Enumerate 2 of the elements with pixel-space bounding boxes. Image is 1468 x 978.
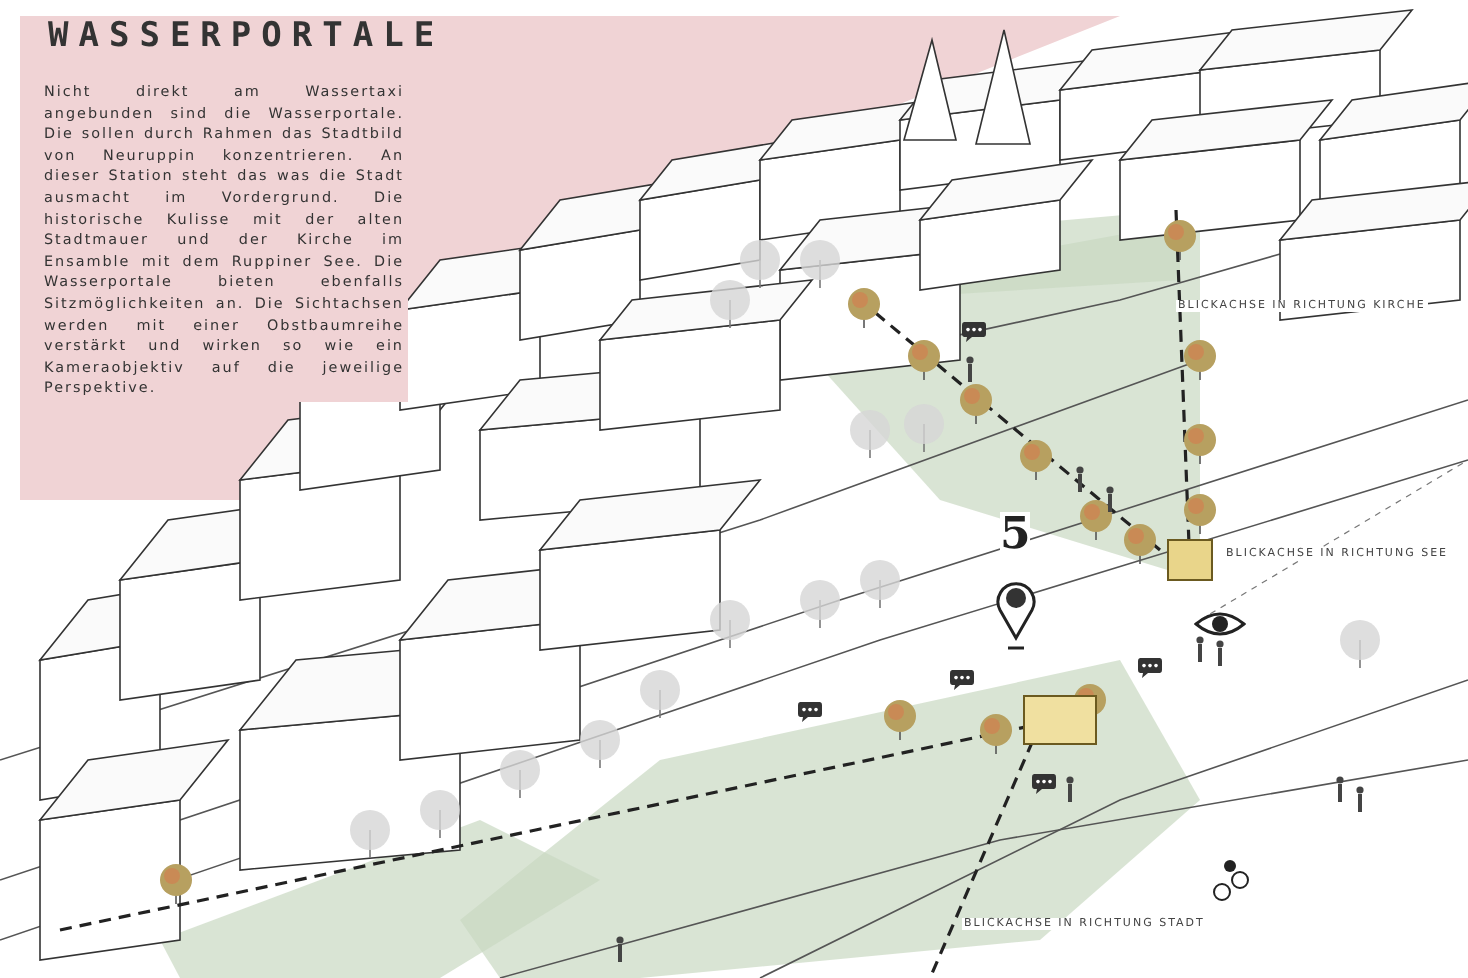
station-number: 5 [1000, 512, 1031, 556]
title: WASSERPORTALE [48, 16, 445, 56]
